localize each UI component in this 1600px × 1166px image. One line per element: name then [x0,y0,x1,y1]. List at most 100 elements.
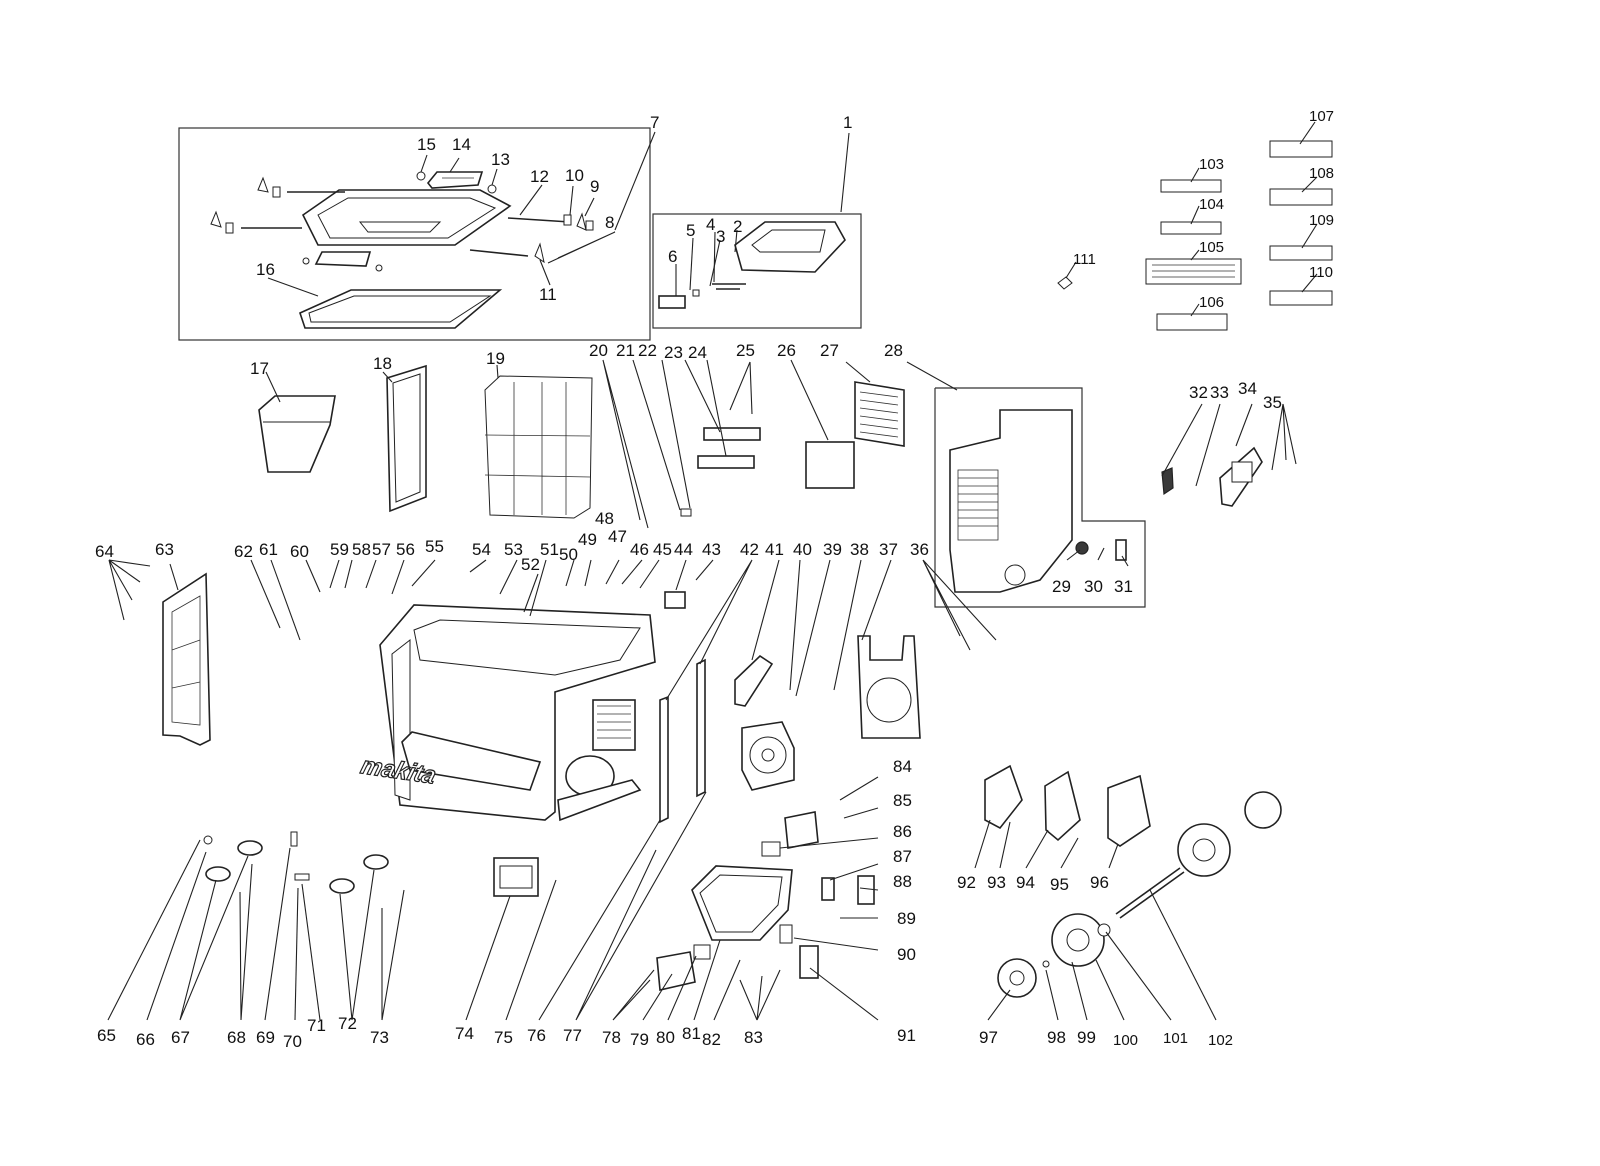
part-label-111: 111 [1073,251,1096,268]
part-label-29: 29 [1052,577,1071,596]
part-label-51: 51 [540,540,559,559]
part-label-97: 97 [979,1028,998,1047]
hinge-pins [210,171,594,272]
wheel-parts [997,791,1282,998]
part-label-100: 100 [1113,1032,1138,1049]
part-label-47: 47 [608,527,627,546]
part-label-86: 86 [893,822,912,841]
latch-part-32 [1161,467,1174,496]
part-label-24: 24 [688,343,707,362]
part-label-11: 11 [539,285,557,304]
part-label-81: 81 [682,1024,701,1043]
compressor-unit [557,699,642,822]
handle-part-63 [162,572,211,746]
part-label-95: 95 [1050,875,1069,894]
mounting-bars [659,658,706,824]
part-label-26: 26 [777,341,796,360]
part-label-46: 46 [630,540,649,559]
part-label-42: 42 [740,540,759,559]
control-panel-frame [652,213,862,329]
part-label-40: 40 [793,540,812,559]
part-label-101: 101 [1163,1030,1188,1047]
part-label-56: 56 [396,540,415,559]
part-label-62: 62 [234,542,253,561]
sheet-part-26 [805,441,855,489]
part-label-12: 12 [530,167,549,186]
bracket-part-86 [761,811,819,857]
part-label-19: 19 [486,349,505,368]
part-label-43: 43 [702,540,721,559]
part-label-84: 84 [893,757,912,776]
part-label-68: 68 [227,1028,246,1047]
part-label-85: 85 [893,791,912,810]
panel-cover-part-2 [734,221,846,273]
leader-lines [107,121,1318,1021]
part-label-28: 28 [884,341,903,360]
part-label-32: 32 [1189,383,1208,402]
part-label-61: 61 [259,540,278,559]
part-label-54: 54 [472,540,491,559]
part-label-71: 71 [307,1016,326,1035]
cover-part-96 [1107,774,1151,847]
part-label-94: 94 [1016,873,1035,892]
part-label-50: 50 [559,545,578,564]
part-label-82: 82 [702,1030,721,1049]
part-label-35: 35 [1263,393,1282,412]
part-label-96: 96 [1090,873,1109,892]
part-label-103: 103 [1199,156,1224,173]
part-label-31: 31 [1114,577,1133,596]
gasket-part-16 [299,289,503,329]
feet-parts [203,831,389,894]
bracket-part-41 [734,654,774,707]
part-label-37: 37 [879,540,898,559]
part-label-38: 38 [850,540,869,559]
battery-cover-part-34 [1219,446,1263,507]
part-label-45: 45 [653,540,672,559]
part-label-6: 6 [668,247,677,266]
part-label-83: 83 [744,1028,763,1047]
part-label-99: 99 [1077,1028,1096,1047]
part-label-106: 106 [1199,294,1224,311]
part-label-70: 70 [283,1032,302,1051]
part-label-25: 25 [736,341,755,360]
part-label-109: 109 [1309,212,1334,229]
part-label-92: 92 [957,873,976,892]
handle-part-small [314,251,372,267]
part-label-75: 75 [494,1028,513,1047]
part-label-21: 21 [616,341,635,360]
bracket-part-31 [1115,539,1127,561]
lid-assembly-frame [178,127,651,341]
part-label-33: 33 [1210,383,1229,402]
part-label-72: 72 [338,1014,357,1033]
part-label-89: 89 [897,909,916,928]
part-label-41: 41 [765,540,784,559]
part-label-57: 57 [372,540,391,559]
adapter-part-74 [493,857,539,897]
part-label-10: 10 [565,166,584,185]
part-label-104: 104 [1199,196,1224,213]
part-label-20: 20 [589,341,608,360]
part-label-107: 107 [1309,108,1334,125]
board-part-94 [1044,770,1081,842]
part-label-98: 98 [1047,1028,1066,1047]
small-clip-22 [680,508,692,517]
part-label-53: 53 [504,540,523,559]
cable-parts [1057,140,1333,331]
part-label-76: 76 [527,1026,546,1045]
part-label-65: 65 [97,1026,116,1045]
grille-part-27 [854,381,905,447]
part-label-15: 15 [417,135,436,154]
part-label-30: 30 [1084,577,1103,596]
part-label-87: 87 [893,847,912,866]
part-label-93: 93 [987,873,1006,892]
display-part-6 [658,295,686,309]
part-label-16: 16 [256,260,275,279]
part-label-18: 18 [373,354,392,373]
part-label-91: 91 [897,1026,916,1045]
part-label-74: 74 [455,1024,474,1043]
part-label-3: 3 [716,227,725,246]
part-label-102: 102 [1208,1032,1233,1049]
part-label-60: 60 [290,542,309,561]
part-label-90: 90 [897,945,916,964]
